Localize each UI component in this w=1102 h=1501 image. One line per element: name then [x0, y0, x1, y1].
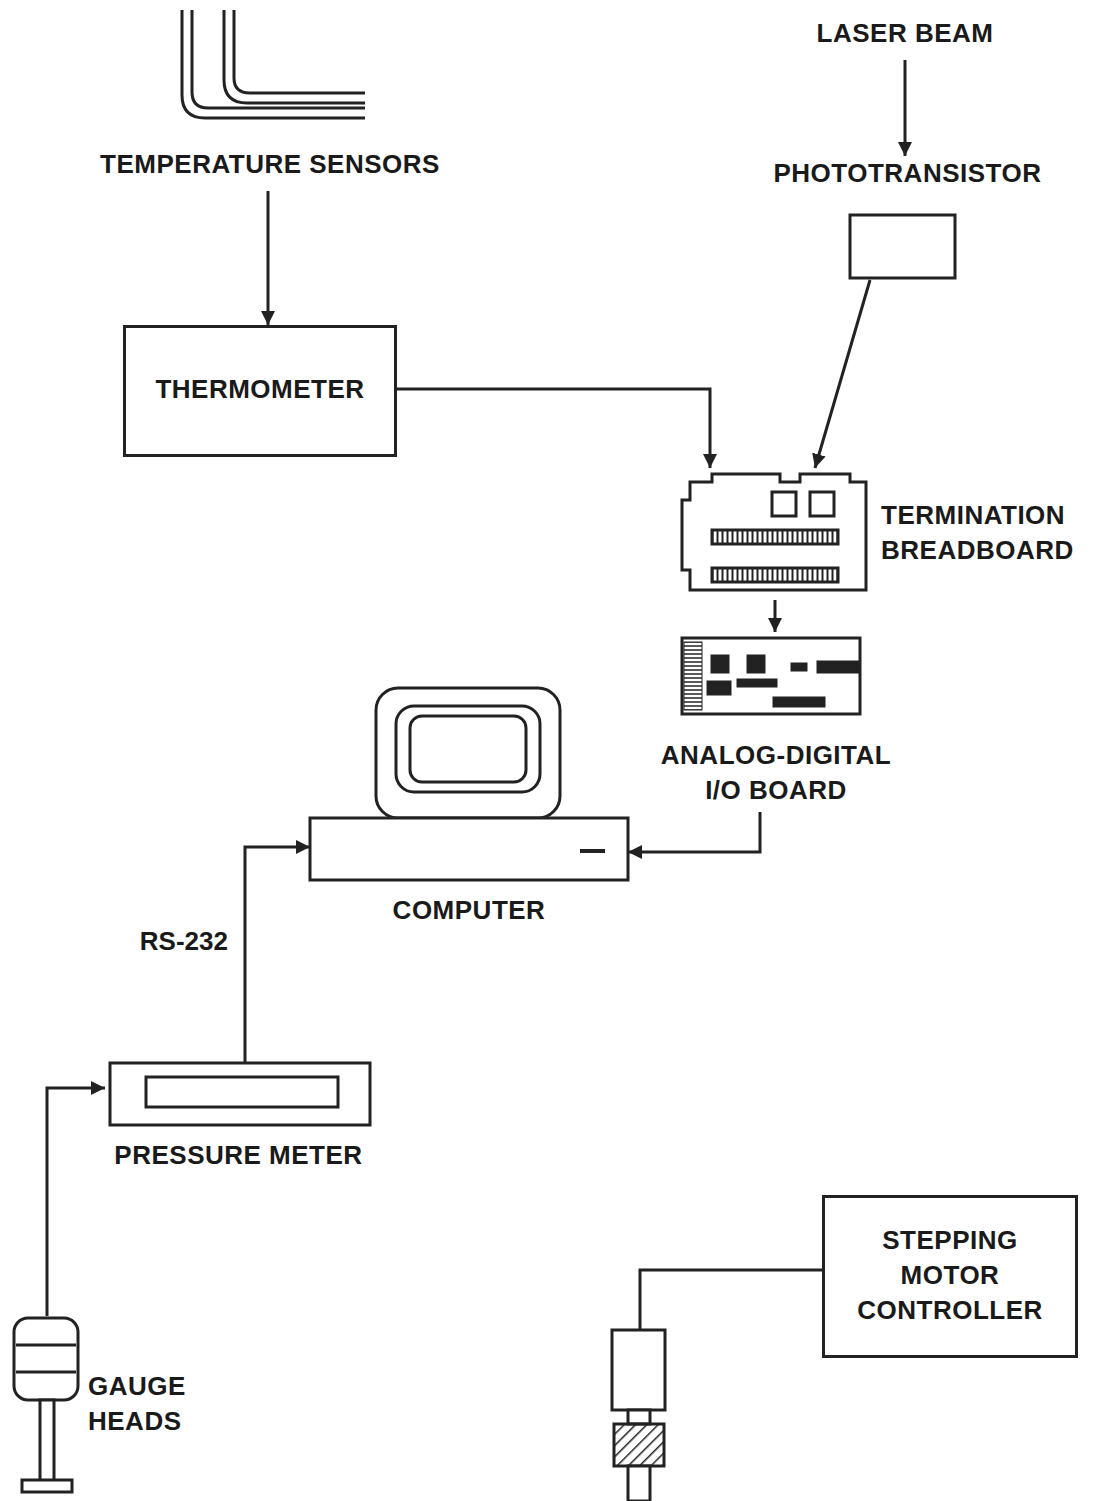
node-label: STEPPING MOTOR CONTROLLER: [845, 1223, 1055, 1328]
gauge-head-picture: [14, 1318, 78, 1400]
io-board-picture: [708, 682, 730, 694]
diagram-node: PHOTOTRANSISTOR: [765, 156, 1050, 280]
node-label: LASER BEAM: [792, 16, 1018, 51]
io-board-picture: [792, 664, 806, 670]
pressure-meter-box: [110, 1063, 370, 1125]
io-board-picture: [682, 638, 860, 714]
pressure-meter-box: [146, 1077, 338, 1107]
connector-arrow: [904, 60, 907, 156]
computer-picture: [580, 849, 605, 853]
breadboard-picture: [810, 492, 834, 516]
io-board-picture: [712, 656, 728, 672]
breadboard-picture: [682, 474, 866, 590]
stepping-motor-picture: [612, 1330, 665, 1410]
diagram-node: TERMINATION BREADBOARD: [675, 468, 1099, 600]
diagram-node: STEPPING MOTOR CONTROLLER: [822, 1195, 1078, 1358]
temperature-sensor-tubes: [234, 10, 365, 93]
io-board-picture: [684, 642, 702, 710]
node-label: TERMINATION BREADBOARD: [881, 498, 1093, 568]
io-board-picture: [818, 662, 858, 672]
node-label: COMPUTER: [314, 893, 624, 928]
computer-picture: [396, 706, 540, 792]
pressure-meter-box: [110, 1063, 370, 1125]
temperature-sensor-tubes: [224, 10, 365, 103]
gauge-head-picture: [22, 1480, 72, 1492]
computer-picture: [376, 688, 560, 818]
node-label: TEMPERATURE SENSORS: [70, 147, 470, 182]
io-board-picture: [774, 698, 824, 706]
io-board-picture: [748, 656, 764, 672]
diagram-node: COMPUTER: [310, 818, 628, 930]
stepping-motor-picture: [628, 1466, 650, 1501]
computer-picture: [410, 716, 526, 782]
phototransistor-box: [850, 215, 955, 278]
connector-arrow: [397, 389, 710, 468]
signal-label: RS-232: [137, 925, 231, 958]
gauge-head-picture: [16, 1344, 76, 1347]
stepping-motor-picture: [614, 1424, 664, 1466]
diagram-node: THERMOMETER: [123, 325, 397, 457]
connector-arrow: [774, 600, 777, 632]
breadboard-picture: [712, 530, 838, 544]
connector-arrow: [245, 847, 310, 1063]
gauge-head-picture: [40, 1400, 54, 1482]
io-board-picture: [682, 638, 860, 714]
connector-arrow: [47, 1088, 105, 1316]
phototransistor-box: [850, 215, 955, 278]
connector-arrow: [267, 191, 270, 325]
computer-picture: [310, 688, 628, 880]
diagram-node: ANALOG-DIGITAL I/O BOARD: [640, 632, 912, 810]
computer-picture: [310, 818, 628, 880]
node-label: PRESSURE METER: [106, 1138, 371, 1173]
temperature-sensor-tubes: [182, 10, 365, 118]
gauge-head-picture: [14, 1318, 78, 1492]
diagram-node: PRESSURE METER: [105, 1063, 372, 1175]
stepping-motor-picture: [612, 1270, 822, 1501]
breadboard-picture: [682, 474, 866, 590]
breadboard-picture: [712, 568, 838, 582]
diagram-node: LASER BEAM: [790, 14, 1020, 56]
stepping-motor-picture: [628, 1410, 650, 1424]
node-label: PHOTOTRANSISTOR: [768, 156, 1048, 191]
diagram-node: TEMPERATURE SENSORS: [65, 145, 475, 187]
gauge-head-picture: [16, 1371, 76, 1374]
io-board-picture: [738, 680, 776, 686]
connector-arrow: [815, 280, 870, 468]
node-label: THERMOMETER: [133, 372, 387, 407]
connector-arrow: [628, 812, 760, 852]
node-label: GAUGE HEADS: [88, 1369, 206, 1439]
stepping-motor-picture: [640, 1270, 822, 1330]
temperature-sensor-tubes: [192, 10, 365, 108]
node-label: ANALOG-DIGITAL I/O BOARD: [641, 738, 911, 808]
breadboard-picture: [772, 492, 796, 516]
temperature-sensor-tubes: [182, 10, 365, 118]
diagram-node: GAUGE HEADS: [8, 1312, 210, 1498]
